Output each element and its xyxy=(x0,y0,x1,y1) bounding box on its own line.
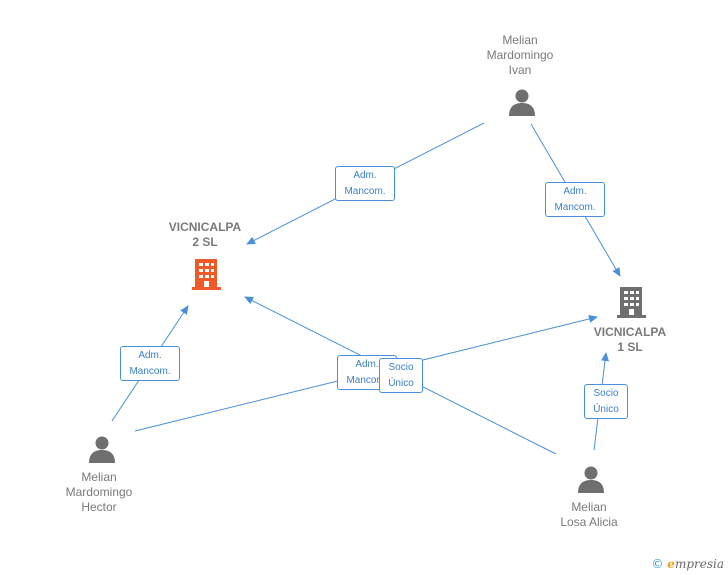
company-label-vicnicalpa-2[interactable]: VICNICALPA 2 SL xyxy=(168,220,242,249)
person-icon[interactable] xyxy=(576,464,606,494)
brand-e-mark: e xyxy=(667,557,675,571)
person-label-ivan[interactable]: Melian Mardomingo Ivan xyxy=(486,33,554,77)
company-label-vicnicalpa-1[interactable]: VICNICALPA 1 SL xyxy=(593,325,667,354)
relation-label-alicia-vic2[interactable]: Socio Único xyxy=(379,358,423,393)
person-label-hector[interactable]: Melian Mardomingo Hector xyxy=(65,470,133,514)
person-label-alicia[interactable]: Melian Losa Alicia xyxy=(560,500,618,529)
building-icon[interactable] xyxy=(616,285,648,319)
brand-name: mpresia xyxy=(674,557,724,571)
relation-label-alicia-vic1[interactable]: Socio Único xyxy=(584,384,628,419)
copyright-icon: © xyxy=(651,557,664,571)
relation-label-ivan-vic1[interactable]: Adm. Mancom. xyxy=(545,182,605,217)
building-icon[interactable] xyxy=(191,257,223,291)
brand-footer[interactable]: © empresia xyxy=(651,557,724,571)
relation-label-hector-vic2[interactable]: Adm. Mancom. xyxy=(120,346,180,381)
person-icon[interactable] xyxy=(507,87,537,117)
person-icon[interactable] xyxy=(87,434,117,464)
relation-label-ivan-vic2[interactable]: Adm. Mancom. xyxy=(335,166,395,201)
